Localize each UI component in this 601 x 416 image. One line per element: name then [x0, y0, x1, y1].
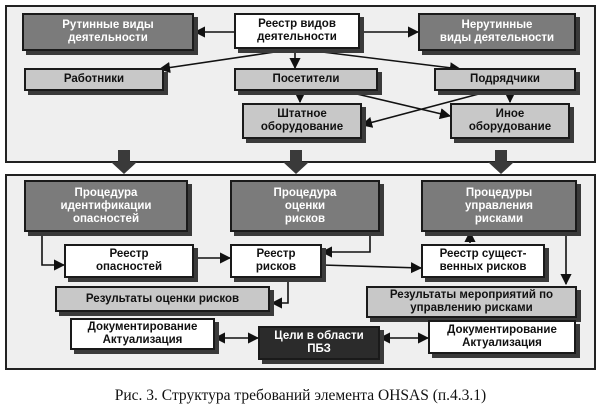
- ohs-goals-box: Цели в области ПБЗ: [258, 326, 380, 360]
- arrow-contractors-standard: [360, 90, 491, 128]
- block-arrow-left: [111, 150, 137, 174]
- activities-registry-box: Реестр видов деятельности: [234, 13, 360, 49]
- hazard-registry-box: Реестр опасностей: [64, 244, 194, 278]
- visitors-box: Посетители: [234, 68, 378, 91]
- arrow-registry-workers: [158, 48, 296, 74]
- risk-registry-box: Реестр рисков: [230, 244, 322, 278]
- risk-management-procedures-box: Процедуры управления рисками: [421, 180, 577, 232]
- line-risk-registry-results: [270, 278, 289, 309]
- documenting-updating-left-box: Документирование Актуализация: [70, 318, 215, 350]
- arrow-visitors-other: [339, 89, 452, 120]
- routine-activities-box: Рутинные виды деятельности: [22, 13, 194, 51]
- other-equipment-box: Иное оборудование: [450, 103, 570, 139]
- risk-management-results-box: Результаты мероприятий по управлению рис…: [366, 286, 577, 318]
- block-arrow-middle: [283, 150, 309, 174]
- arrow-registry-contractors: [297, 48, 462, 74]
- standard-equipment-box: Штатное оборудование: [242, 103, 362, 139]
- figure-caption: Рис. 3. Структура требований элемента OH…: [114, 387, 487, 404]
- line-hazard-proc-registry: [41, 234, 66, 271]
- risk-assessment-results-box: Результаты оценки рисков: [55, 286, 270, 312]
- documenting-updating-right-box: Документирование Актуализация: [428, 320, 576, 354]
- nonroutine-activities-box: Нерутинные виды деятельности: [418, 13, 576, 51]
- arrow-risk-registry-significant: [321, 262, 423, 274]
- workers-box: Работники: [24, 68, 164, 91]
- hazard-identification-procedure-box: Процедура идентификации опасностей: [24, 180, 188, 232]
- significant-risk-registry-box: Реестр сущест- венных рисков: [421, 244, 545, 278]
- block-arrow-right: [488, 150, 514, 174]
- line-risk-proc-registry: [320, 232, 371, 258]
- contractors-box: Подрядчики: [434, 68, 576, 91]
- risk-assessment-procedure-box: Процедура оценки рисков: [230, 180, 380, 232]
